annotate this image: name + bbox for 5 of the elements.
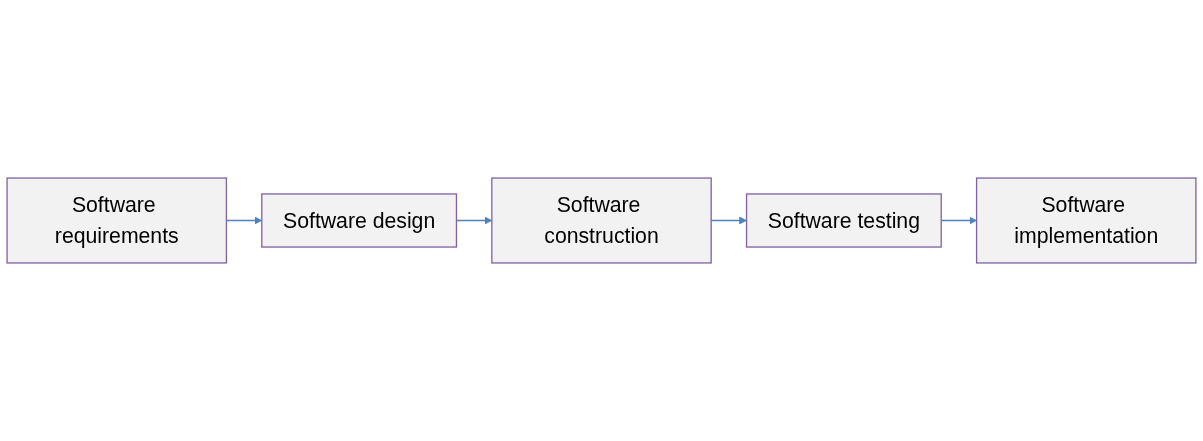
node-box: Software testing [745,193,942,248]
node-box: Software design [261,193,458,248]
node-box: Software construction [491,177,712,264]
node-box: Software implementation [975,177,1197,264]
node-box: Software requirements [6,177,228,264]
